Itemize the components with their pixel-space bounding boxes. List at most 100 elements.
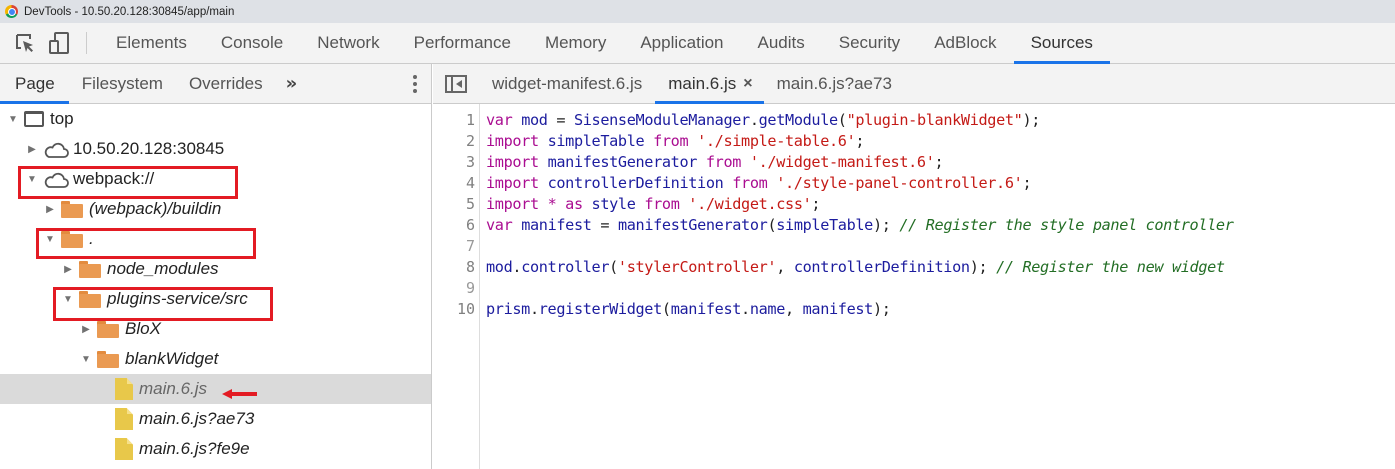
tree-item[interactable]: ▶(webpack)/buildin (0, 194, 431, 224)
code-line: import simpleTable from './simple-table.… (486, 131, 1395, 152)
code-punctuation (697, 153, 706, 171)
code-keyword: from (732, 174, 768, 192)
editor-tab-main[interactable]: main.6.js × (655, 64, 764, 104)
line-number-gutter[interactable]: 1 2 3 4 5 6 7 8 9 10 (433, 104, 480, 469)
tree-item-label: webpack:// (73, 169, 155, 188)
expand-arrow-right-icon[interactable]: ▶ (46, 203, 54, 215)
code-punctuation: ; (934, 153, 944, 171)
code-keyword: from (653, 132, 689, 150)
tab-application[interactable]: Application (640, 33, 724, 52)
editor-tab-widget-manifest[interactable]: widget-manifest.6.js (479, 64, 655, 103)
line-number[interactable]: 4 (465, 174, 475, 192)
code-line (486, 236, 1395, 257)
line-number[interactable]: 7 (465, 237, 475, 255)
code-line (486, 278, 1395, 299)
tree-item[interactable]: ▶ node_modules (0, 254, 431, 284)
code-line: import manifestGenerator from './widget-… (486, 152, 1395, 173)
navigator-tab-filesystem[interactable]: Filesystem (81, 73, 163, 93)
expand-arrow-right-icon[interactable]: ▶ (64, 263, 72, 275)
code-keyword: import (486, 195, 539, 213)
line-number[interactable]: 5 (465, 195, 475, 213)
more-tabs-chevron-icon[interactable]: » (285, 73, 298, 94)
tree-item[interactable]: ▶main.6.js?ae73 (0, 404, 431, 434)
line-number[interactable]: 8 (465, 258, 475, 276)
tree-item[interactable]: ▼. (0, 224, 431, 254)
tab-adblock[interactable]: AdBlock (934, 33, 997, 52)
code-punctuation: = (547, 111, 574, 129)
code-identifier: mod (486, 258, 513, 276)
code-punctuation (741, 153, 750, 171)
navigator-tabs: Page Filesystem Overrides » (0, 64, 431, 104)
code-punctuation: ( (837, 111, 847, 129)
device-toolbar-icon[interactable] (42, 23, 76, 63)
tree-item[interactable]: ▼plugins-service/src (0, 284, 431, 314)
expand-arrow-down-icon[interactable]: ▼ (81, 353, 91, 365)
code-comment: // Register the style panel controller (899, 216, 1234, 234)
tree-item-label: blankWidget (125, 349, 219, 368)
line-number[interactable]: 9 (465, 279, 475, 297)
editor-tab-main-ae73[interactable]: main.6.js?ae73 (764, 64, 905, 103)
code-punctuation (636, 195, 645, 213)
tab-elements[interactable]: Elements (116, 33, 187, 52)
folder-icon (61, 200, 83, 218)
tree-item[interactable]: ▶main.6.js (0, 374, 431, 404)
code-identifier: simpleTable (547, 132, 645, 150)
tree-item[interactable]: ▼ blankWidget (0, 344, 431, 374)
close-tab-icon[interactable]: × (743, 74, 753, 92)
tab-console[interactable]: Console (220, 33, 284, 52)
tree-item-label: main.6.js?ae73 (139, 409, 255, 428)
navigator-tab-overrides[interactable]: Overrides (188, 73, 263, 93)
code-area[interactable]: 1 2 3 4 5 6 7 8 9 10 var mod = SisenseModuleManag… (433, 104, 1395, 469)
code-punctuation (583, 195, 592, 213)
expand-arrow-down-icon[interactable]: ▼ (45, 233, 55, 245)
line-number[interactable]: 6 (465, 216, 475, 234)
code-line: var mod = SisenseModuleManager.getModule… (486, 110, 1395, 131)
tree-item-label: 10.50.20.128:30845 (73, 139, 225, 158)
window-title: DevTools - 10.50.20.128:30845/app/main (24, 5, 235, 18)
file-icon (115, 438, 133, 460)
code-string: "plugin-blankWidget" (846, 111, 1023, 129)
tab-audits[interactable]: Audits (757, 33, 805, 52)
line-number[interactable]: 10 (456, 300, 475, 318)
tab-performance[interactable]: Performance (413, 33, 511, 52)
tree-item[interactable]: ▶BloX (0, 314, 431, 344)
tree-item[interactable]: ▼ webpack:// (0, 164, 431, 194)
tree-item[interactable]: ▼top (0, 104, 431, 134)
tree-item-label: node_modules (107, 259, 219, 278)
code-punctuation: = (591, 216, 618, 234)
code-punctuation (512, 216, 521, 234)
code-punctuation: . (741, 300, 750, 318)
line-number[interactable]: 2 (465, 132, 475, 150)
code-identifier: manifest (670, 300, 742, 318)
expand-arrow-right-icon[interactable]: ▶ (28, 143, 36, 155)
expand-arrow-down-icon[interactable]: ▼ (8, 113, 18, 125)
tree-item[interactable]: ▶ 10.50.20.128:30845 (0, 134, 431, 164)
expand-arrow-down-icon[interactable]: ▼ (63, 293, 73, 305)
code-lines[interactable]: var mod = SisenseModuleManager.getModule… (480, 104, 1395, 469)
more-options-icon[interactable] (413, 64, 417, 104)
navigator-tab-page[interactable]: Page (0, 64, 69, 104)
line-number[interactable]: 1 (465, 111, 475, 129)
code-punctuation (688, 132, 697, 150)
file-icon (115, 408, 133, 430)
tab-network[interactable]: Network (317, 33, 380, 52)
code-line: var manifest = manifestGenerator(simpleT… (486, 215, 1395, 236)
code-string: './widget.css' (688, 195, 812, 213)
tree-item[interactable]: ▶main.6.js?fe9e (0, 434, 431, 464)
devtools-main-toolbar: Elements Console Network Performance Mem… (0, 23, 1395, 64)
expand-arrow-right-icon[interactable]: ▶ (82, 323, 90, 335)
code-identifier: controllerDefinition (547, 174, 724, 192)
line-number[interactable]: 3 (465, 153, 475, 171)
inspect-element-icon[interactable] (8, 23, 42, 63)
expand-arrow-down-icon[interactable]: ▼ (27, 173, 37, 185)
tab-security[interactable]: Security (838, 33, 901, 52)
code-identifier: SisenseModuleManager (573, 111, 750, 129)
code-line: import controllerDefinition from './styl… (486, 173, 1395, 194)
tab-sources[interactable]: Sources (1013, 23, 1111, 64)
toggle-navigator-icon[interactable] (433, 64, 479, 103)
code-keyword: var (486, 111, 513, 129)
code-identifier: manifestGenerator (547, 153, 698, 171)
code-identifier: manifestGenerator (617, 216, 768, 234)
code-punctuation: ; (811, 195, 821, 213)
tab-memory[interactable]: Memory (544, 33, 607, 52)
